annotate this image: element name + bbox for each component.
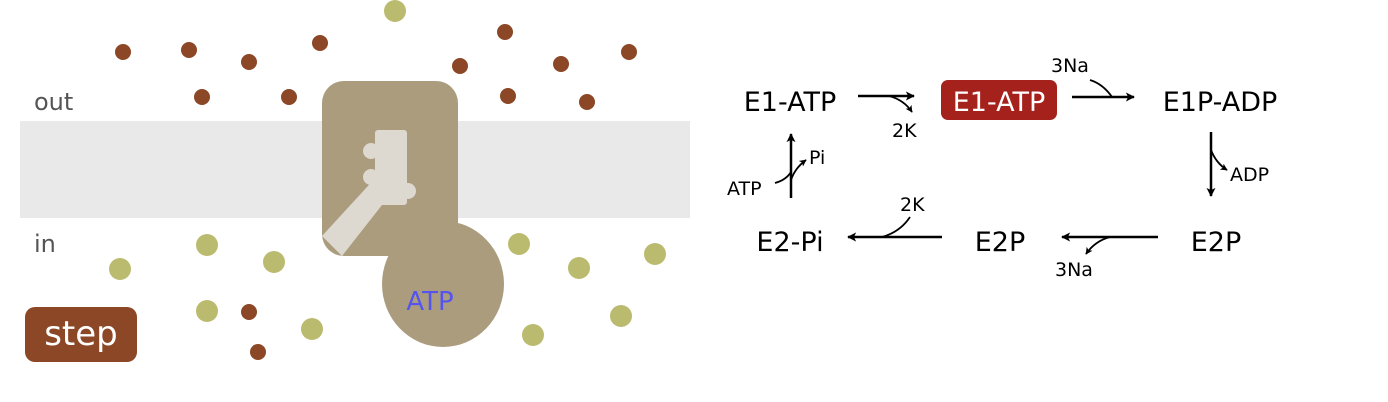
- potassium-ion: [644, 243, 666, 265]
- pump-protein: ATP: [322, 81, 504, 347]
- ion-binding-site: [375, 130, 407, 205]
- label-adp-release: ADP: [1230, 164, 1269, 186]
- potassium-ion: [522, 324, 544, 346]
- active-state-highlight: [941, 80, 1057, 120]
- potassium-ion: [568, 257, 590, 279]
- sodium-ion: [241, 54, 257, 70]
- sodium-ion: [579, 94, 595, 110]
- atp-binding-label: ATP: [406, 287, 453, 317]
- label-pi-release: Pi: [809, 147, 825, 169]
- label-3na-release: 3Na: [1055, 259, 1093, 281]
- sodium-ion: [115, 44, 131, 60]
- arrow-k-release: 2K: [858, 91, 917, 142]
- potassium-ion: [508, 233, 530, 255]
- binding-pocket: [363, 143, 379, 159]
- label-3na-binding: 3Na: [1051, 55, 1089, 77]
- reaction-cycle: E1-ATP E1-ATP E1P-ADP E2P E2P E2-Pi 2K 3…: [727, 55, 1277, 281]
- arrow-na-binding: 3Na: [1051, 55, 1135, 102]
- binding-pocket: [400, 183, 416, 199]
- sodium-ion: [452, 58, 468, 74]
- state-e2-pi: E2-Pi: [756, 227, 823, 258]
- state-e1p-adp: E1P-ADP: [1163, 87, 1278, 118]
- potassium-ion: [610, 305, 632, 327]
- arrow-adp-release: ADP: [1206, 132, 1269, 197]
- arrow-pi-atp: Pi ATP: [727, 133, 825, 200]
- state-e2p-right: E2P: [1191, 227, 1242, 258]
- sodium-ion: [194, 89, 210, 105]
- label-2k-binding: 2K: [900, 194, 925, 216]
- sodium-ion: [553, 56, 569, 72]
- label-atp-binding: ATP: [727, 178, 762, 200]
- arrow-na-release: 3Na: [1055, 232, 1158, 281]
- sodium-ion: [281, 89, 297, 105]
- outside-label: out: [34, 88, 73, 116]
- potassium-ion: [384, 0, 406, 22]
- sodium-ion: [250, 344, 266, 360]
- arrow-k-binding: 2K: [847, 194, 942, 242]
- label-2k-release: 2K: [892, 120, 917, 142]
- binding-pocket: [363, 169, 379, 185]
- potassium-ion: [196, 234, 218, 256]
- state-e1-atp-active: E1-ATP: [953, 87, 1046, 118]
- potassium-ion: [301, 318, 323, 340]
- state-e2p-middle: E2P: [975, 227, 1026, 258]
- pump-cytoplasmic-domain: [382, 221, 504, 347]
- ion-group: [109, 0, 666, 360]
- sodium-ion: [181, 42, 197, 58]
- step-button[interactable]: step: [25, 307, 137, 362]
- potassium-ion: [196, 300, 218, 322]
- sodium-ion: [500, 88, 516, 104]
- potassium-ion: [109, 258, 131, 280]
- step-button-background[interactable]: [25, 307, 137, 362]
- sodium-ion: [621, 44, 637, 60]
- inside-label: in: [34, 230, 56, 258]
- step-button-label[interactable]: step: [44, 314, 118, 354]
- sodium-ion: [312, 35, 328, 51]
- potassium-ion: [263, 251, 285, 273]
- sodium-ion: [241, 304, 257, 320]
- state-e1-atp: E1-ATP: [744, 87, 837, 118]
- sodium-ion: [497, 24, 513, 40]
